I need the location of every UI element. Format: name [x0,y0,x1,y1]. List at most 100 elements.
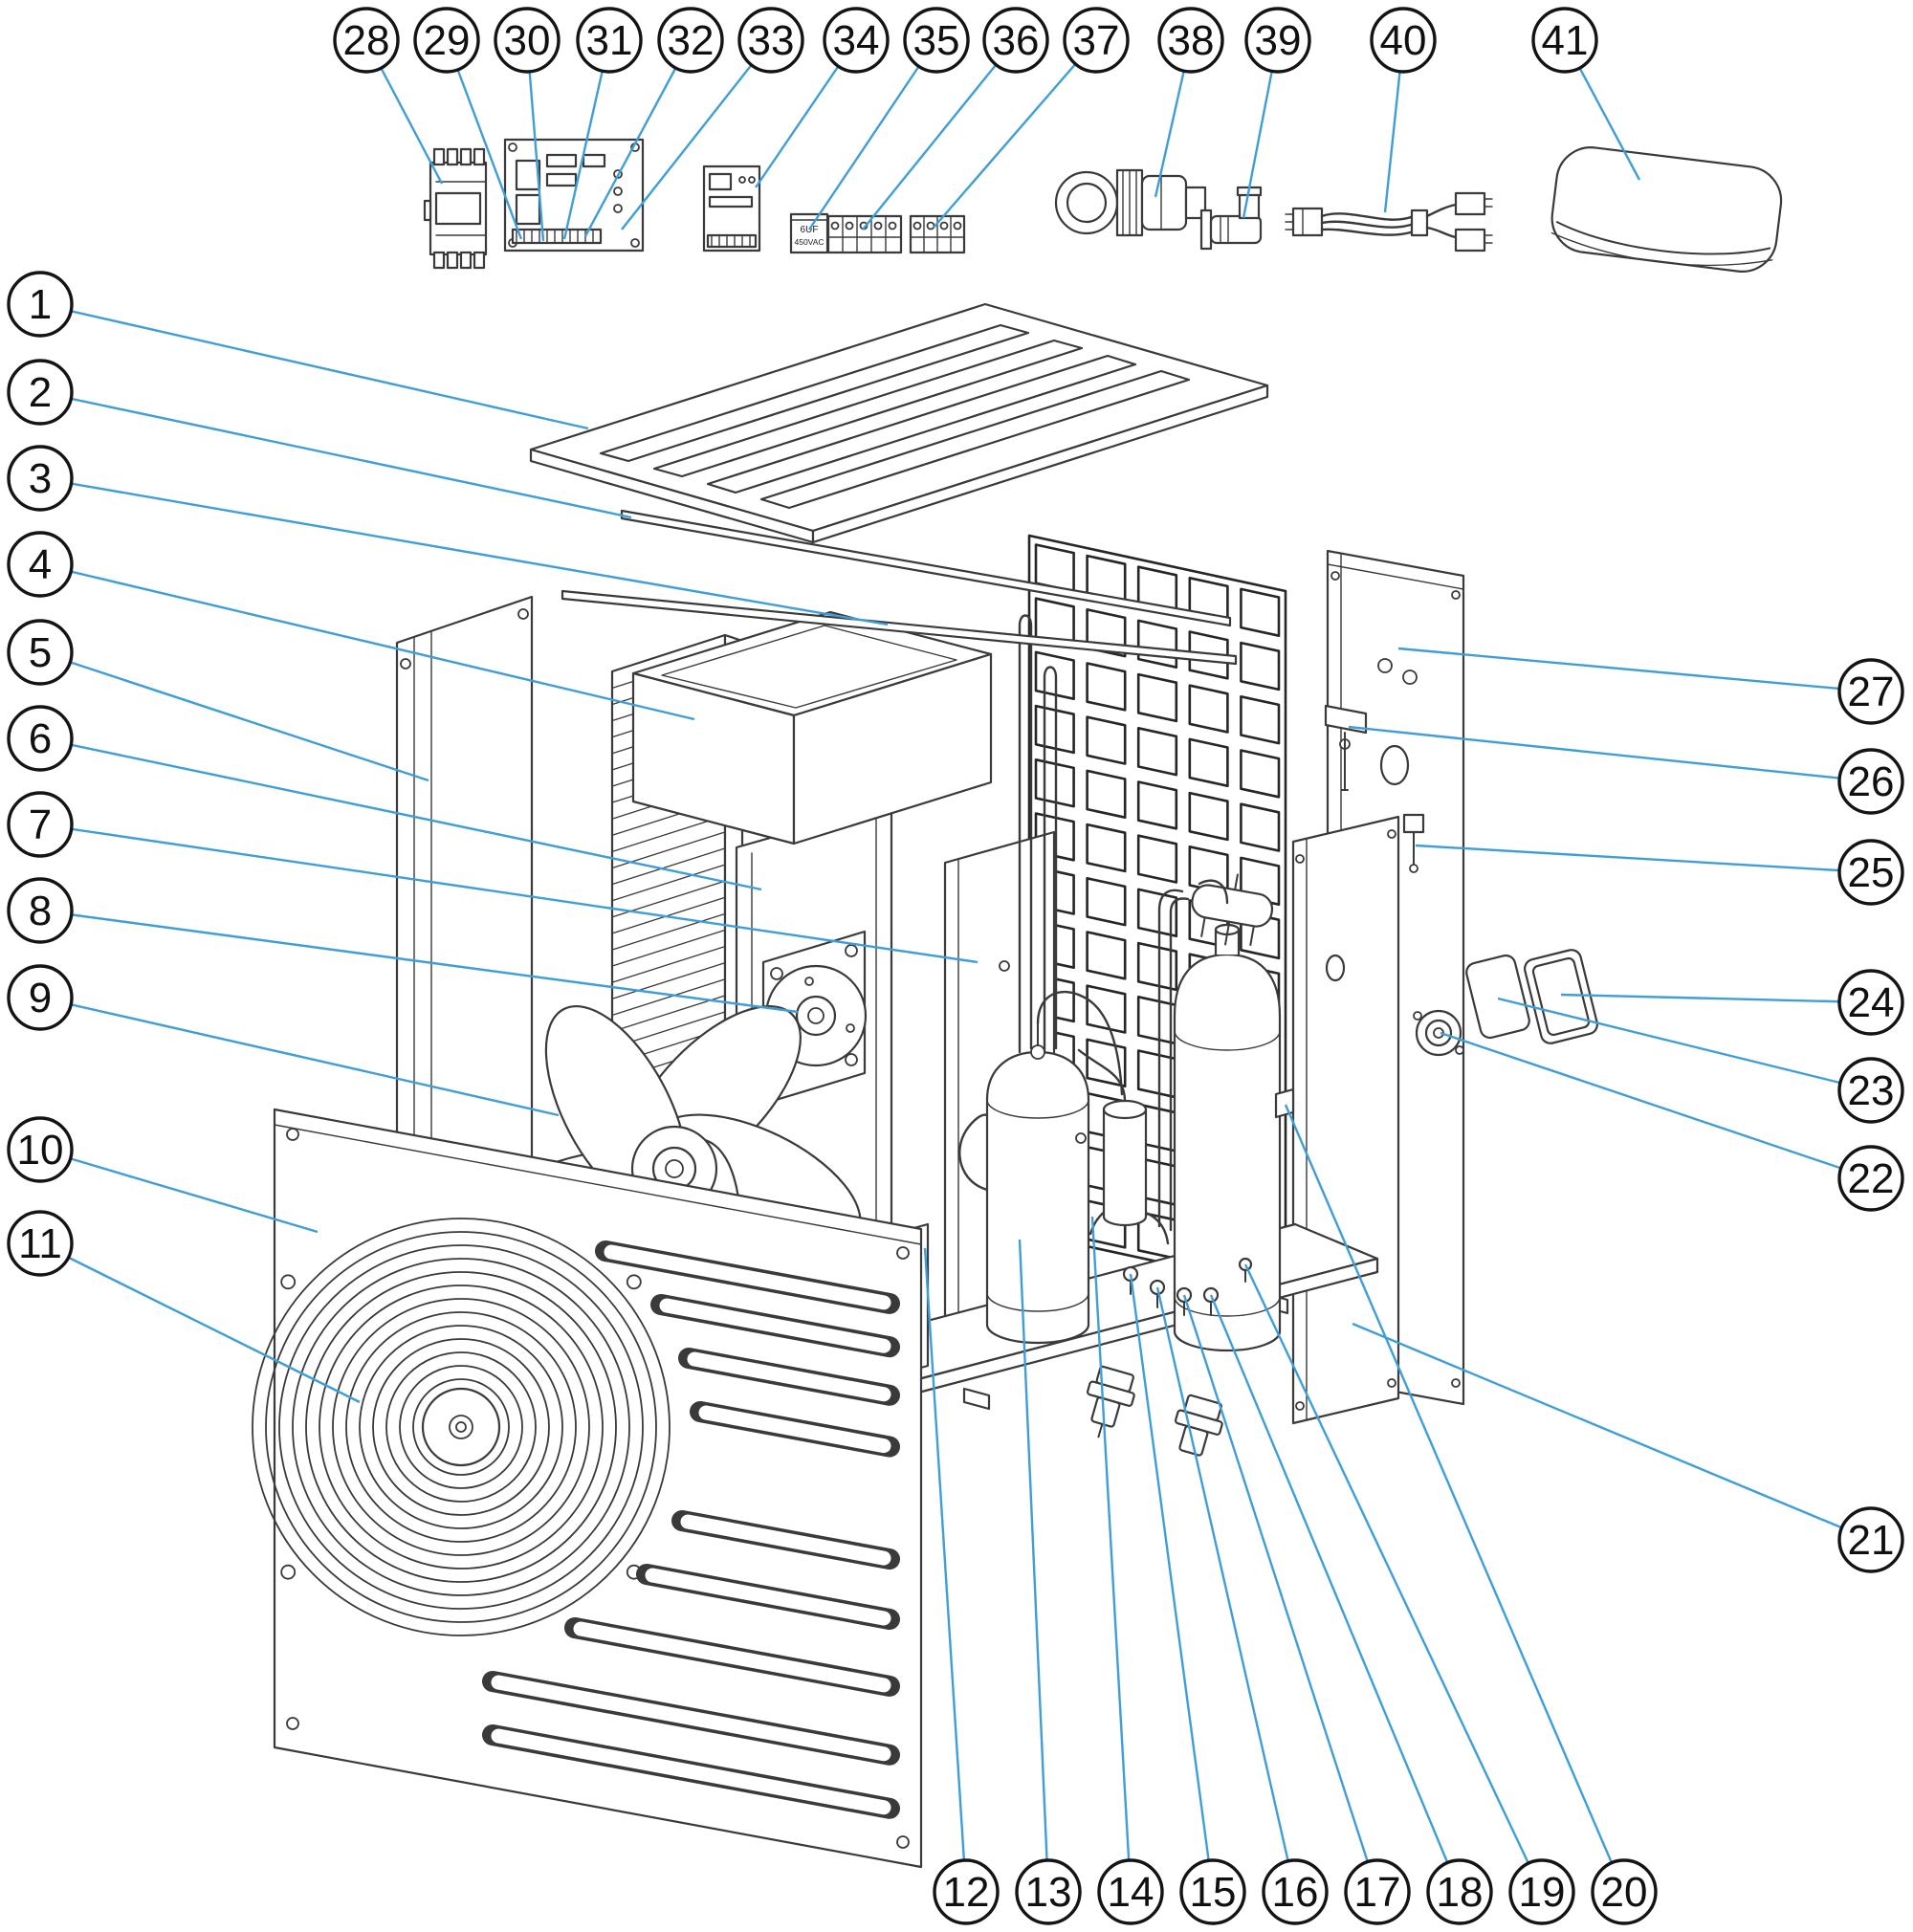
callout-28 [333,7,400,74]
leader-line-23 [1497,997,1872,1092]
callout-number-16: 16 [1272,1869,1319,1916]
tank-clamp [1274,1087,1295,1119]
front-panel [252,1108,923,1869]
callout-40 [1370,7,1437,74]
leader-line-19 [1243,1263,1544,1893]
leader-line-33 [621,39,772,231]
suction-accumulator [1077,1048,1148,1227]
callout-number-28: 28 [343,17,390,64]
callout-14 [1097,1858,1164,1925]
callout-number-22: 22 [1848,1155,1895,1202]
leader-line-20 [1284,1104,1626,1893]
callout-number-17: 17 [1354,1869,1401,1916]
leader-line-9 [39,996,560,1117]
callout-number-31: 31 [586,17,633,64]
callout-18 [1426,1858,1493,1925]
leader-line-10 [39,1148,319,1234]
callout-number-26: 26 [1848,758,1895,805]
leader-line-5 [39,650,429,782]
callout-number-12: 12 [943,1869,990,1916]
callout-7 [7,791,74,858]
callout-30 [494,7,561,74]
electrical-box [1465,954,1530,1040]
electrical-box-cover [1524,949,1598,1044]
callout-6 [7,705,74,772]
leader-line-17 [1182,1294,1379,1893]
leader-line-8 [39,909,799,1014]
leader-line-37 [933,39,1097,229]
callout-number-39: 39 [1255,17,1302,64]
callout-number-14: 14 [1108,1869,1154,1916]
callout-9 [7,964,74,1031]
callout-13 [1015,1858,1082,1925]
callout-number-1: 1 [29,281,52,328]
callout-number-27: 27 [1848,669,1895,715]
callout-38 [1157,7,1224,74]
callout-number-34: 34 [833,17,880,64]
callout-number-4: 4 [29,541,52,588]
leader-line-25 [1415,844,1872,874]
callout-number-13: 13 [1025,1869,1072,1916]
winter-cover [1550,146,1783,273]
callout-31 [576,7,643,74]
leader-line-35 [808,39,937,231]
drain-elbow [1199,186,1263,251]
leader-lines [39,39,1872,1893]
fan-grille [252,1218,671,1636]
callout-32 [657,7,724,74]
leader-line-32 [583,39,693,237]
callout-number-2: 2 [29,369,52,416]
leader-line-2 [39,390,632,519]
callout-number-19: 19 [1519,1869,1566,1916]
callout-number-29: 29 [424,17,471,64]
callout-number-8: 8 [29,888,52,934]
callout-23 [1837,1057,1904,1124]
leader-line-15 [1129,1273,1215,1893]
callout-5 [7,619,74,686]
callout-2 [7,359,74,426]
callout-8 [7,877,74,944]
callout-number-40: 40 [1380,17,1427,64]
callout-11 [7,1210,74,1277]
callout-17 [1344,1858,1411,1925]
top-cover [529,302,1269,544]
callout-37 [1063,7,1130,74]
leader-line-12 [923,1247,968,1893]
leader-line-11 [39,1241,361,1404]
callout-number-37: 37 [1073,17,1120,64]
callout-number-32: 32 [668,17,715,64]
compressor [985,1022,1090,1345]
callout-22 [1837,1145,1904,1212]
callout-number-38: 38 [1168,17,1215,64]
callout-10 [7,1116,74,1183]
callout-number-9: 9 [29,975,52,1021]
capacitor-label: 6UF 450VAC [789,212,829,254]
callout-number-36: 36 [993,17,1040,64]
callout-number-11: 11 [18,1220,62,1267]
callout-number-35: 35 [913,17,960,64]
callout-number-24: 24 [1848,979,1895,1026]
callout-29 [413,7,480,74]
leader-line-13 [1018,1239,1050,1893]
leader-line-36 [862,39,1017,231]
vent-slots [482,1240,900,1819]
mounting-bracket [1324,704,1368,791]
leader-line-21 [1352,1322,1872,1542]
callout-number-21: 21 [1848,1517,1895,1564]
callout-number-23: 23 [1848,1067,1895,1114]
callout-1 [7,271,74,338]
water-union [1054,168,1207,237]
callout-33 [737,7,804,74]
callout-number-30: 30 [504,17,551,64]
leader-line-7 [39,823,978,964]
callout-15 [1179,1858,1246,1925]
callout-34 [823,7,890,74]
water-union-fittings [1086,1365,1223,1457]
callout-4 [7,531,74,598]
leader-line-4 [39,562,695,721]
refrigerant-pipes [958,879,1229,1245]
leader-line-31 [562,39,611,240]
callout-number-18: 18 [1437,1869,1484,1916]
leader-line-24 [1560,993,1872,1004]
